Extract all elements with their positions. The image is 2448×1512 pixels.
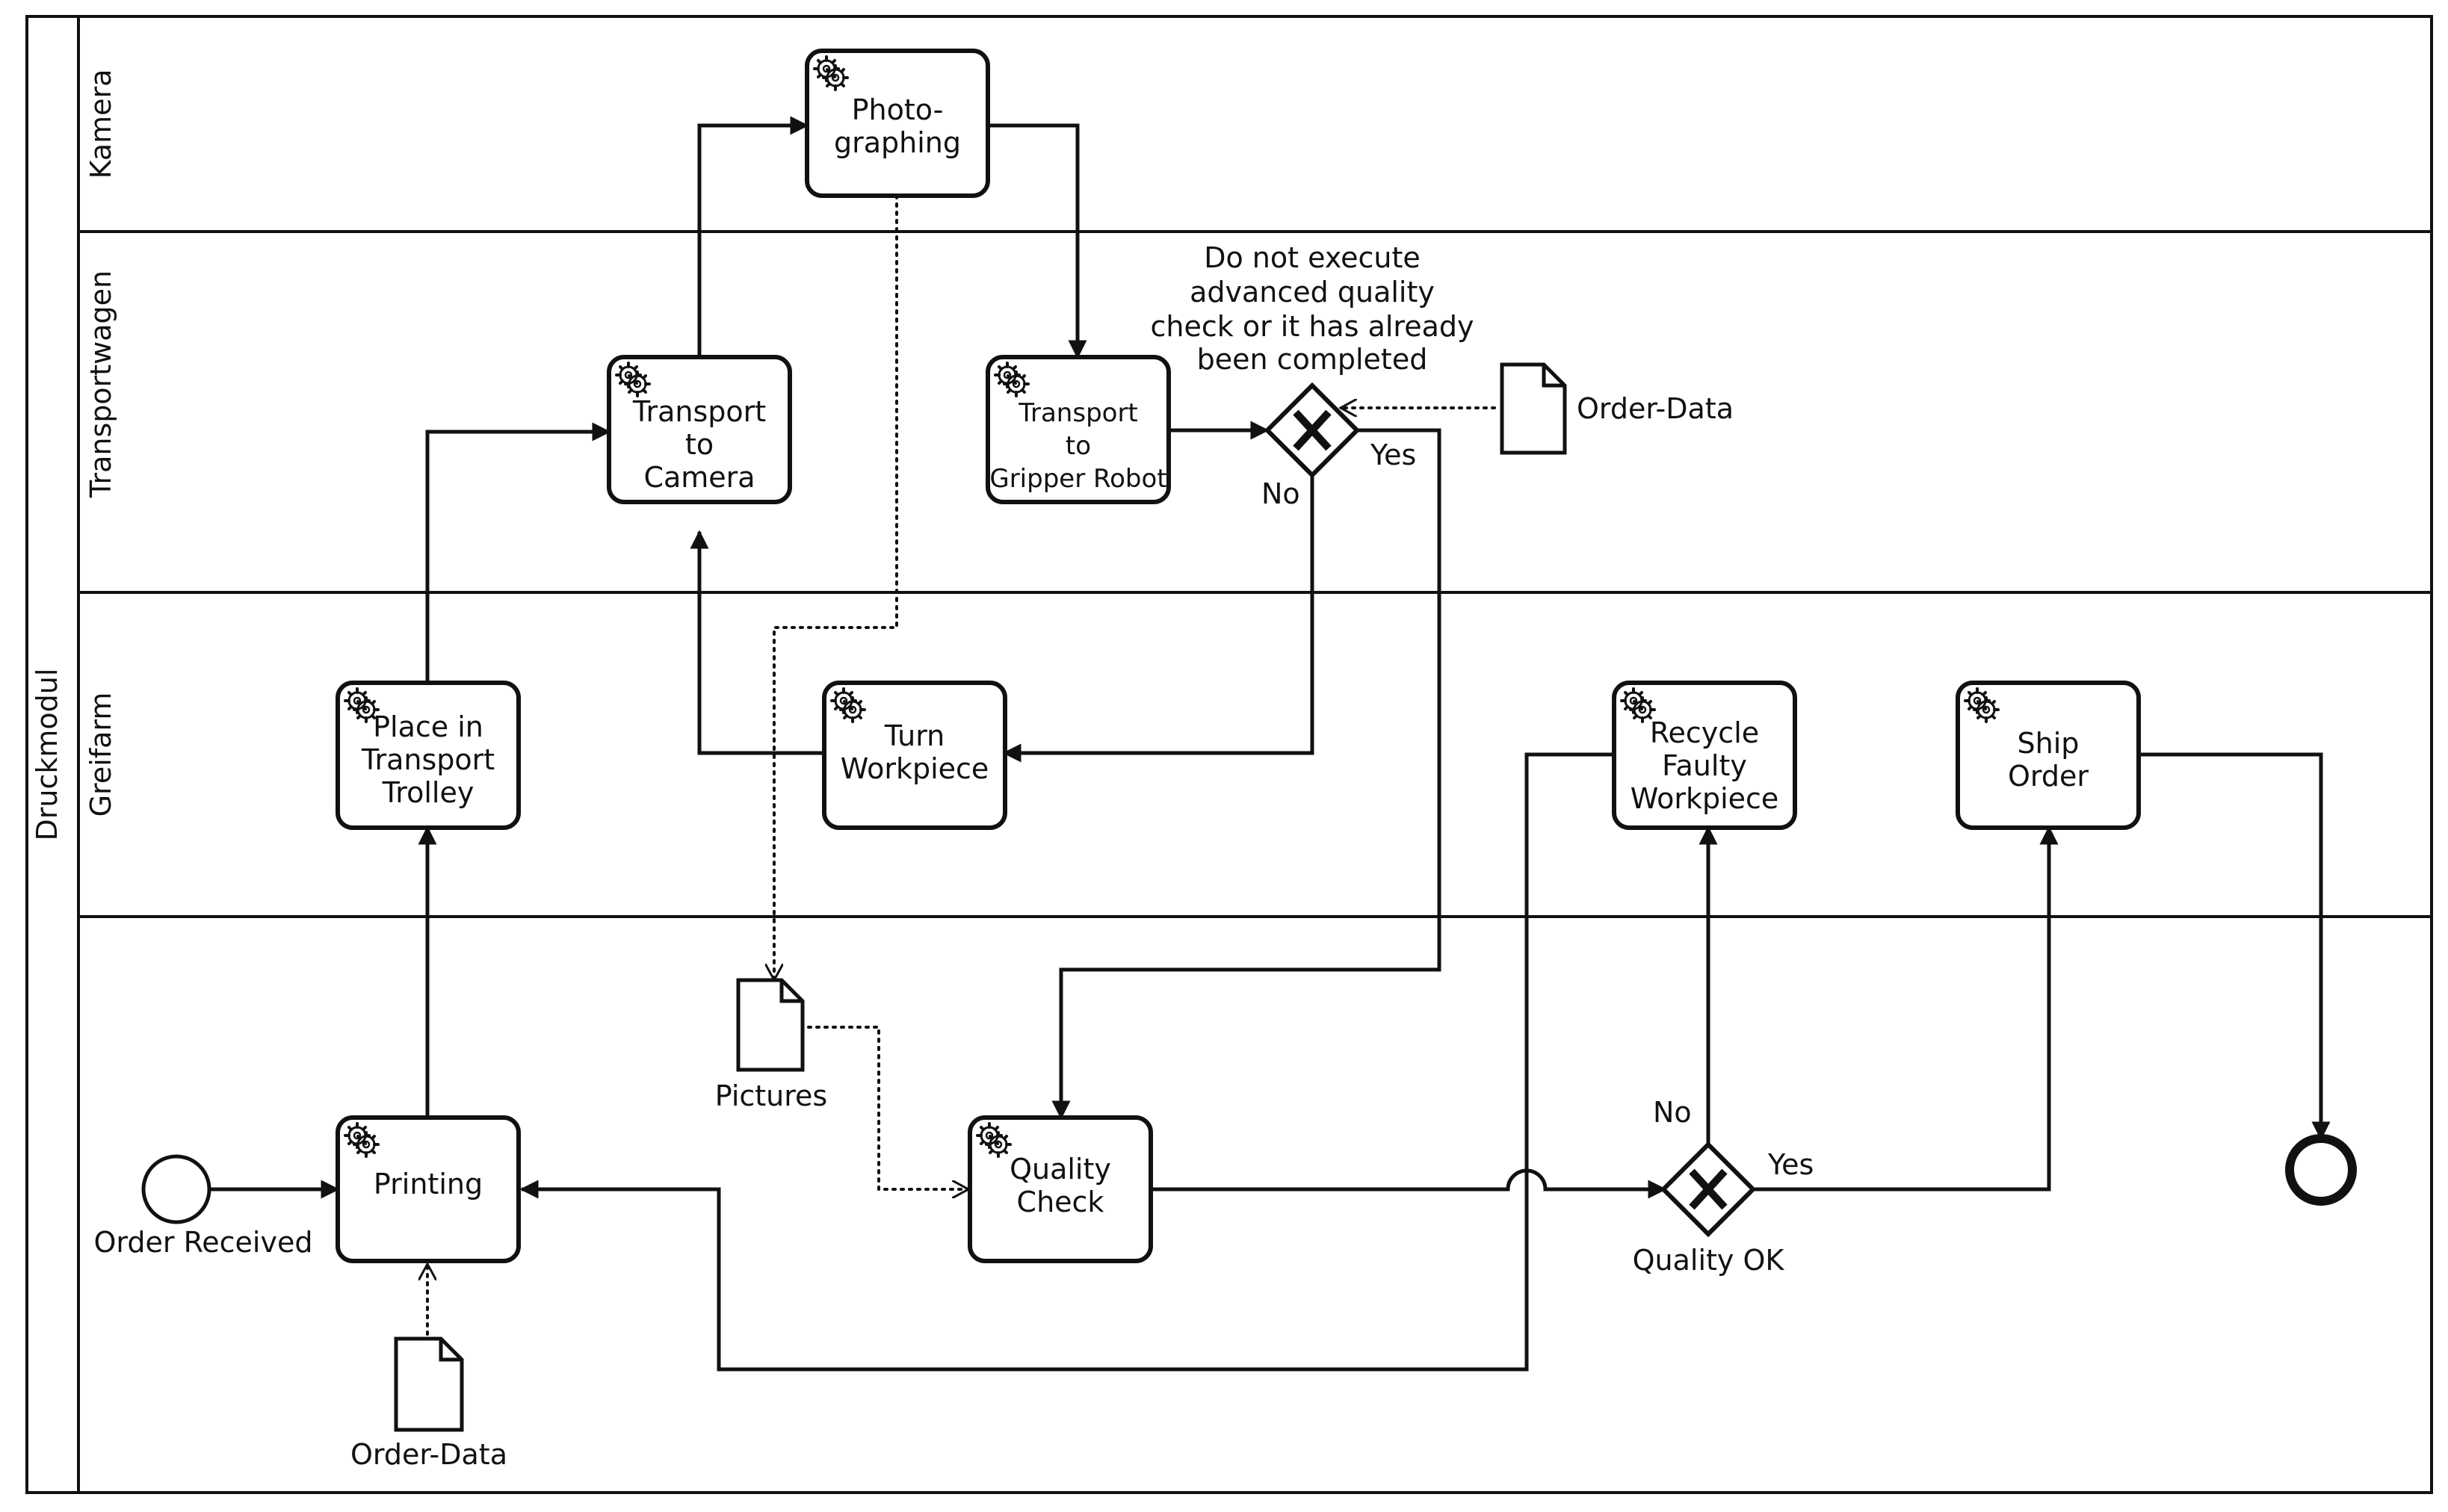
start-event[interactable] bbox=[141, 1154, 211, 1224]
task-transport-to-gripper-robot[interactable]: Transport to Gripper Robot bbox=[986, 355, 1171, 504]
gateway-x-mark bbox=[1689, 1168, 1728, 1210]
data-object-order-data-bottom[interactable] bbox=[394, 1336, 464, 1432]
task-label-line: graphing bbox=[834, 126, 961, 159]
task-label-line: Turn bbox=[884, 719, 945, 752]
document-icon bbox=[394, 1336, 464, 1432]
gateway-no-label: No bbox=[1653, 1096, 1692, 1129]
data-object-label: Order-Data bbox=[1577, 392, 1734, 425]
task-box bbox=[822, 681, 1007, 830]
task-box bbox=[336, 1115, 521, 1263]
assoc-photo-to-pictures bbox=[774, 194, 898, 982]
task-label-line: Recycle bbox=[1650, 716, 1759, 749]
data-object-label: Pictures bbox=[715, 1079, 827, 1112]
lane-label-transportwagen: Transportwagen bbox=[84, 270, 117, 498]
flow-place-to-transport-camera bbox=[425, 422, 611, 683]
flow-transport-to-photo bbox=[697, 116, 809, 357]
task-label-line: Camera bbox=[643, 461, 755, 494]
task-printing[interactable]: Printing bbox=[336, 1115, 521, 1263]
flow-gateway-yes-to-ship bbox=[1753, 825, 2059, 1192]
task-label-line: Gripper Robot bbox=[989, 464, 1166, 494]
task-label-line: Transport bbox=[632, 395, 766, 428]
task-label-line: Transport bbox=[1018, 398, 1138, 428]
lane-label-greifarm: Greifarm bbox=[84, 693, 117, 817]
task-label-line: Place in bbox=[373, 710, 483, 743]
task-label-line: Workpiece bbox=[1631, 782, 1779, 815]
task-label-line: Trolley bbox=[382, 776, 475, 809]
data-object-order-data-top[interactable] bbox=[1500, 362, 1567, 455]
task-quality-check[interactable]: Quality Check bbox=[968, 1115, 1153, 1263]
task-label-line: Photo- bbox=[852, 93, 944, 126]
task-photographing[interactable]: Photo- graphing bbox=[805, 49, 990, 198]
gateway-x-mark bbox=[1293, 409, 1332, 451]
task-label-line: Workpiece bbox=[841, 752, 989, 785]
document-icon bbox=[1500, 362, 1567, 455]
flow-quality-to-gateway bbox=[1151, 1168, 1667, 1199]
task-label-line: to bbox=[685, 428, 714, 461]
flow-turn-to-transport-camera bbox=[690, 530, 824, 755]
pool: Druckmodul Kamera Transportwagen Greifar… bbox=[25, 15, 2433, 1494]
lane-label-kamera: Kamera bbox=[84, 69, 117, 179]
task-label-line: Check bbox=[1017, 1186, 1104, 1218]
task-label-line: Transport bbox=[361, 743, 495, 776]
start-event-label: Order Received bbox=[94, 1226, 313, 1259]
gateway-quality-ok[interactable] bbox=[1660, 1141, 1757, 1238]
gateway-annotation-line: check or it has already bbox=[1151, 310, 1474, 343]
task-box bbox=[805, 49, 990, 198]
document-icon bbox=[736, 978, 805, 1072]
gateway-label: Quality OK bbox=[1633, 1244, 1785, 1277]
data-object-label: Order-Data bbox=[350, 1438, 507, 1471]
gateway-no-label: No bbox=[1261, 477, 1300, 510]
gateway-yes-label: Yes bbox=[1767, 1148, 1814, 1181]
task-label-line: Order bbox=[2008, 760, 2089, 793]
task-ship-order[interactable]: Ship Order bbox=[1956, 681, 2141, 830]
task-box bbox=[336, 681, 521, 830]
pool-label: Druckmodul bbox=[31, 669, 64, 841]
task-box bbox=[607, 355, 792, 504]
task-label-line: Printing bbox=[374, 1168, 483, 1200]
task-label-line: Faulty bbox=[1662, 749, 1747, 782]
task-recycle-faulty-workpiece[interactable]: Recycle Faulty Workpiece bbox=[1612, 681, 1797, 830]
start-event-circle bbox=[141, 1154, 211, 1224]
task-box bbox=[986, 355, 1171, 504]
flow-recycle-to-printing bbox=[519, 752, 1614, 1372]
flow-ship-to-end bbox=[2139, 752, 2331, 1141]
gateway-yes-label: Yes bbox=[1370, 439, 1416, 471]
end-event-circle bbox=[2285, 1134, 2357, 1206]
gateway-annotation-line: Do not execute bbox=[1204, 241, 1421, 274]
task-label-line: to bbox=[1066, 431, 1091, 461]
task-turn-workpiece[interactable]: Turn Workpiece bbox=[822, 681, 1007, 830]
gateway-annotation-line: been completed bbox=[1197, 343, 1428, 376]
end-event[interactable] bbox=[2285, 1134, 2357, 1206]
gateway-annotation-line: advanced quality bbox=[1190, 276, 1435, 309]
flow-photo-to-transport-gripper bbox=[988, 123, 1087, 359]
pool-border bbox=[25, 15, 2433, 1494]
flow-gateway-yes-to-quality bbox=[1051, 428, 1441, 1120]
gateway-advanced-check[interactable] bbox=[1264, 382, 1361, 479]
flow-gateway-no-to-turn bbox=[1002, 475, 1314, 763]
data-object-pictures[interactable] bbox=[736, 978, 805, 1072]
data-associations bbox=[427, 194, 1496, 1336]
task-box bbox=[1612, 681, 1797, 830]
task-label-line: Ship bbox=[2018, 727, 2080, 760]
task-box bbox=[968, 1115, 1153, 1263]
sequence-flows bbox=[211, 116, 2331, 1372]
task-box bbox=[1956, 681, 2141, 830]
task-transport-to-camera[interactable]: Transport to Camera bbox=[607, 355, 792, 504]
assoc-pictures-to-quality bbox=[807, 1026, 970, 1189]
task-place-in-transport-trolley[interactable]: Place in Transport Trolley bbox=[336, 681, 521, 830]
task-label-line: Quality bbox=[1010, 1153, 1111, 1186]
